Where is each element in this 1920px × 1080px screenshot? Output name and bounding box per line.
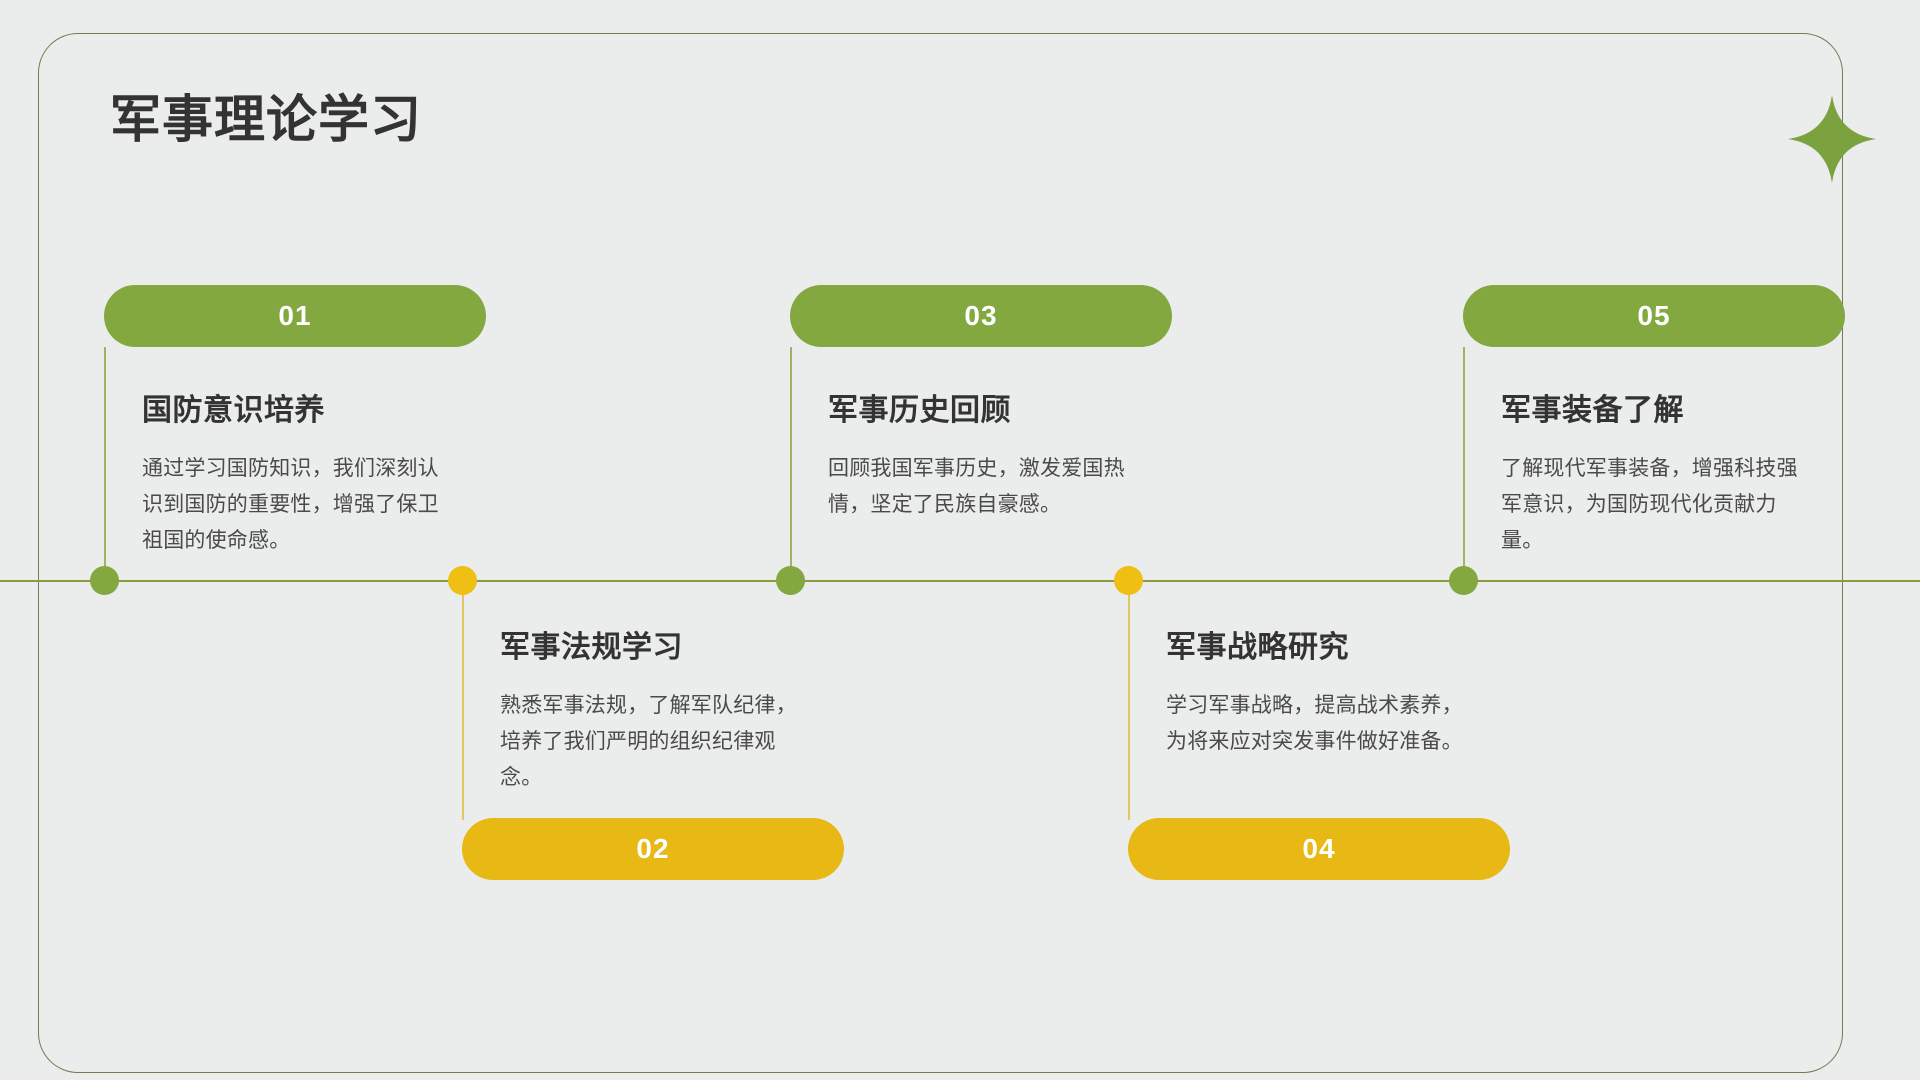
timeline-stem-05: [1463, 347, 1465, 582]
timeline-badge-number-02: 02: [636, 833, 670, 864]
timeline-badge-03[interactable]: 03: [790, 285, 1172, 347]
timeline-stem-02: [462, 580, 464, 820]
timeline-badge-number-05: 05: [1637, 300, 1671, 331]
timeline-text-01: 国防意识培养 通过学习国防知识，我们深刻认识到国防的重要性，增强了保卫祖国的使命…: [142, 385, 472, 559]
timeline-text-03: 军事历史回顾 回顾我国军事历史，激发爱国热情，坚定了民族自豪感。: [828, 385, 1158, 523]
timeline-heading-04: 军事战略研究: [1166, 631, 1349, 664]
timeline-node-dot-05[interactable]: [1448, 565, 1478, 595]
sparkle-star-icon: [1786, 93, 1878, 185]
timeline-text-02: 军事法规学习 熟悉军事法规，了解军队纪律，培养了我们严明的组织纪律观念。: [500, 622, 830, 796]
timeline-node-dot-03[interactable]: [775, 565, 805, 595]
timeline-stem-03: [790, 347, 792, 582]
page-title: 军事理论学习: [110, 91, 423, 148]
timeline-text-05: 军事装备了解 了解现代军事装备，增强科技强军意识，为国防现代化贡献力量。: [1501, 385, 1831, 559]
timeline-description-03: 回顾我国军事历史，激发爱国热情，坚定了民族自豪感。: [828, 457, 1125, 516]
timeline-badge-number-04: 04: [1302, 833, 1336, 864]
timeline-description-01: 通过学习国防知识，我们深刻认识到国防的重要性，增强了保卫祖国的使命感。: [142, 457, 439, 552]
timeline-node-dot-01[interactable]: [89, 565, 119, 595]
timeline-node-dot-02[interactable]: [447, 565, 477, 595]
timeline-badge-02[interactable]: 02: [462, 818, 844, 880]
timeline-heading-01: 国防意识培养: [142, 394, 325, 427]
timeline-description-05: 了解现代军事装备，增强科技强军意识，为国防现代化贡献力量。: [1501, 457, 1798, 552]
timeline-description-02: 熟悉军事法规，了解军队纪律，培养了我们严明的组织纪律观念。: [500, 694, 797, 789]
timeline-description-04: 学习军事战略，提高战术素养，为将来应对突发事件做好准备。: [1166, 694, 1463, 753]
timeline-axis: [0, 580, 1920, 582]
timeline-text-04: 军事战略研究 学习军事战略，提高战术素养，为将来应对突发事件做好准备。: [1166, 622, 1496, 760]
timeline-heading-02: 军事法规学习: [500, 631, 683, 664]
timeline-badge-01[interactable]: 01: [104, 285, 486, 347]
timeline-stem-04: [1128, 580, 1130, 820]
timeline-badge-05[interactable]: 05: [1463, 285, 1845, 347]
timeline-stem-01: [104, 347, 106, 582]
timeline-badge-number-03: 03: [964, 300, 998, 331]
timeline-badge-number-01: 01: [278, 300, 312, 331]
timeline-badge-04[interactable]: 04: [1128, 818, 1510, 880]
timeline-node-dot-04[interactable]: [1113, 565, 1143, 595]
timeline-heading-05: 军事装备了解: [1501, 394, 1684, 427]
timeline-heading-03: 军事历史回顾: [828, 394, 1011, 427]
